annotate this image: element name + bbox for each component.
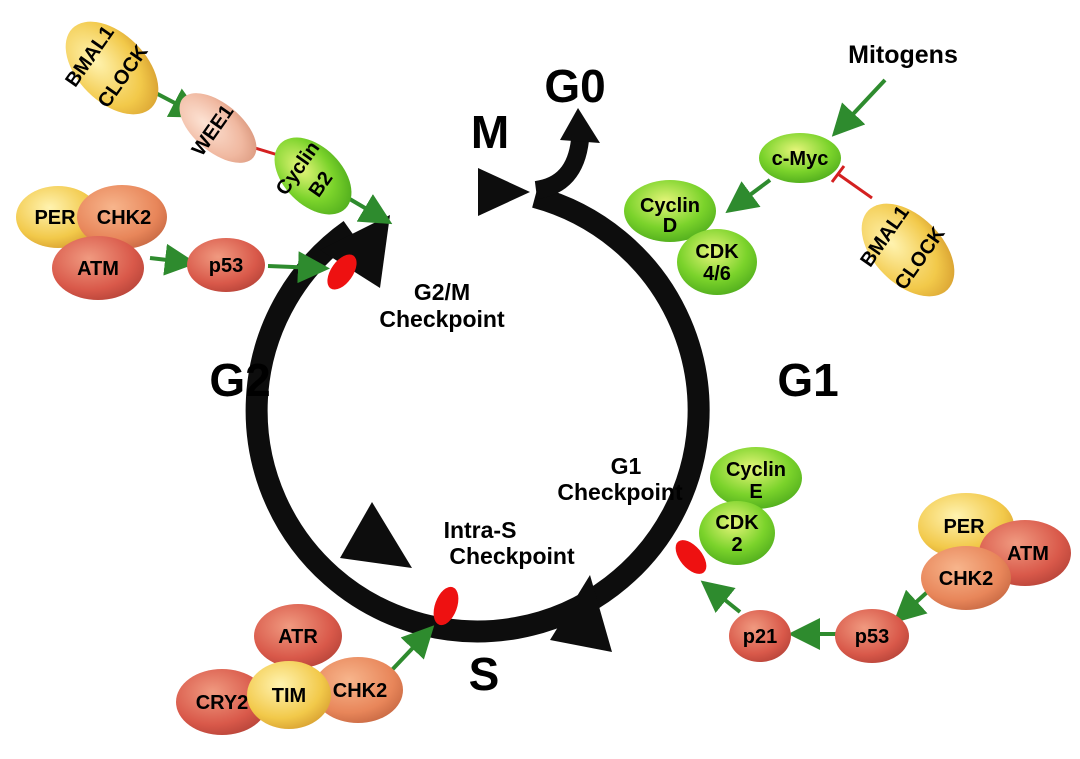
node-p53-right: p53	[835, 609, 909, 663]
node-cdk2: CDK 2	[699, 501, 775, 565]
node-per-left: PER	[16, 186, 100, 248]
label-mitogens: Mitogens	[848, 41, 958, 69]
arrow-atm-to-p53	[149, 243, 197, 276]
node-cyclin-e: Cyclin E	[710, 447, 802, 509]
g0-exit-arrow	[534, 108, 600, 199]
node-cry2: CRY2	[176, 669, 268, 735]
label-chk2-tl: CHK2	[97, 207, 151, 229]
label-per-br: PER	[943, 516, 985, 538]
arrow-cyclinb2-to-ring	[346, 194, 393, 225]
arrow-cmyc-to-cyclind	[725, 178, 772, 214]
node-atr: ATR	[254, 604, 342, 668]
g1-checkpoint-label-1: G1	[611, 453, 642, 479]
cycle-arrowhead-g2m	[320, 215, 390, 288]
label-cyclin-e-1: Cyclin	[726, 459, 786, 481]
node-bmal1-clock-right: BMAL1 CLOCK	[856, 202, 955, 297]
phase-label-s: S	[469, 648, 500, 700]
intra-s-checkpoint-label-2: Checkpoint	[449, 543, 575, 569]
label-chk2-bl: CHK2	[333, 680, 387, 702]
cycle-arrowhead-m	[478, 168, 530, 216]
label-per-tl: PER	[34, 207, 76, 229]
label-cry2: CRY2	[196, 692, 249, 714]
g2m-checkpoint-label-2: Checkpoint	[379, 306, 505, 332]
label-cdk2-1: CDK	[715, 512, 759, 534]
intra-s-checkpoint-label-1: Intra-S	[444, 517, 517, 543]
g2m-checkpoint-label-1: G2/M	[414, 279, 470, 305]
label-atm-tl: ATM	[77, 258, 119, 280]
label-chk2-br: CHK2	[939, 568, 993, 590]
node-p21: p21	[729, 610, 791, 662]
g2m-checkpoint-marker	[327, 254, 357, 290]
arrow-chk2-to-intra-s	[388, 625, 435, 674]
arrow-p21-to-g1	[700, 580, 742, 614]
phase-label-g2: G2	[209, 354, 270, 406]
node-tim: TIM	[247, 661, 331, 729]
g1-checkpoint-label-2: Checkpoint	[557, 479, 683, 505]
node-cyclin-b2: Cyclin B2	[272, 137, 352, 215]
label-atm-br: ATM	[1007, 543, 1049, 565]
label-p21: p21	[743, 626, 777, 648]
phase-label-m: M	[471, 106, 509, 158]
node-chk2-bottom: CHK2	[313, 657, 403, 723]
node-cyclin-d: Cyclin D	[624, 180, 716, 242]
arrow-mitogens-to-cmyc	[831, 78, 887, 137]
cell-cycle-ring	[245, 186, 710, 643]
label-cyclin-e-2: E	[749, 481, 762, 503]
label-cdk2-2: 2	[731, 534, 742, 556]
inhibit-bmal1-cmyc-bar	[830, 165, 846, 183]
node-wee1: WEE1	[179, 93, 257, 163]
label-cdk46-1: CDK	[695, 241, 739, 263]
label-cdk46-2: 4/6	[703, 263, 731, 285]
node-bmal1-clock-topleft: BMAL1 CLOCK	[61, 21, 159, 115]
label-cyclin-d-1: Cyclin	[640, 195, 700, 217]
label-tim: TIM	[272, 685, 306, 707]
cycle-arrowhead-s	[550, 575, 612, 652]
label-atr: ATR	[278, 626, 318, 648]
phase-label-g1: G1	[777, 354, 838, 406]
node-chk2-left: CHK2	[77, 185, 167, 249]
arrow-p53-to-g2m	[267, 251, 330, 284]
inhibit-bmal1-cmyc	[837, 172, 873, 200]
node-cdk46: CDK 4/6	[677, 229, 757, 295]
node-p53-left: p53	[187, 238, 265, 292]
cycle-arrowhead-g2	[340, 502, 412, 568]
node-chk2-right: CHK2	[921, 546, 1011, 610]
g1-checkpoint-marker	[675, 540, 707, 574]
node-cmyc: c-Myc	[759, 133, 841, 183]
phase-label-g0: G0	[544, 60, 605, 112]
label-p53-br: p53	[855, 626, 889, 648]
label-cmyc: c-Myc	[772, 148, 829, 170]
label-cyclin-d-2: D	[663, 215, 677, 237]
node-atm-left: ATM	[52, 236, 144, 300]
intra-s-checkpoint-marker	[433, 586, 459, 626]
label-p53-tl: p53	[209, 255, 243, 277]
